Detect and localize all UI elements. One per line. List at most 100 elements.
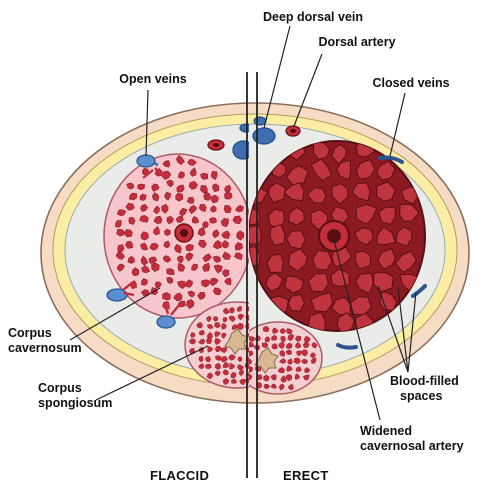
open-vein-left	[106, 281, 135, 302]
flaccid-sinusoid	[151, 192, 160, 202]
blood-filled-space	[331, 183, 349, 205]
blood-filled-space	[312, 249, 333, 271]
spongiosum-space	[247, 332, 249, 339]
flaccid-sinusoid	[116, 263, 125, 272]
flaccid-sinusoid	[140, 242, 148, 251]
spongiosum-space	[271, 343, 278, 350]
spongiosum-space	[294, 373, 301, 380]
flaccid-sinusoid	[224, 277, 232, 286]
caption-flaccid: FLACCID	[150, 468, 210, 483]
flaccid-sinusoid	[115, 220, 122, 228]
spongiosum-space	[278, 342, 285, 349]
spongiosum-space	[221, 332, 227, 339]
flaccid-sinusoid	[166, 276, 174, 284]
spongiosum-space	[213, 316, 219, 322]
spongiosum-space	[214, 362, 221, 370]
flaccid-sinusoid	[178, 300, 186, 308]
flaccid-sinusoid	[209, 277, 219, 287]
blood-filled-space	[351, 182, 371, 202]
spongiosum-space	[294, 335, 302, 342]
spongiosum-space	[293, 357, 301, 364]
spongiosum-space	[263, 374, 270, 382]
flaccid-sinusoid	[148, 256, 158, 264]
blood-filled-space	[249, 224, 262, 245]
spongiosum-space	[223, 307, 230, 315]
spongiosum-space	[198, 338, 206, 345]
label-corpus-cavernosum-line1: Corpus	[8, 326, 52, 340]
flaccid-sinusoid	[210, 171, 218, 180]
left-cavernosal-artery-lumen	[180, 229, 188, 237]
flaccid-sinusoid	[198, 239, 207, 249]
spongiosum-space	[230, 371, 237, 379]
leader-open-veins	[145, 89, 149, 157]
flaccid-sinusoid	[212, 255, 221, 263]
flaccid-sinusoid	[197, 292, 206, 300]
blood-filled-space	[395, 226, 413, 247]
flaccid-sinusoid	[125, 202, 135, 211]
blood-filled-space	[249, 245, 261, 267]
spongiosum-space	[262, 325, 270, 332]
blood-filled-space	[284, 275, 305, 294]
leader-blood-filled-a	[377, 285, 409, 373]
spongiosum-space	[303, 374, 310, 381]
flaccid-sinusoid	[185, 252, 194, 262]
blood-filled-space	[399, 203, 420, 222]
flaccid-sinusoid	[200, 185, 208, 193]
spongiosum-space	[220, 347, 228, 353]
flaccid-sinusoid	[154, 281, 162, 289]
flaccid-sinusoid	[202, 221, 209, 229]
urethra	[224, 328, 249, 355]
flaccid-sinusoid	[162, 292, 171, 301]
flaccid-sinusoid	[197, 227, 206, 237]
blood-filled-space	[268, 182, 286, 204]
flaccid-sinusoid	[116, 229, 125, 237]
label-closed-veins: Closed veins	[372, 76, 450, 90]
blood-filled-space	[378, 206, 396, 225]
spongiosum-space	[215, 355, 222, 361]
flaccid-sinusoid	[123, 229, 133, 238]
flaccid-sinusoid	[212, 229, 220, 238]
leader-lines	[69, 25, 417, 421]
left-dorsal-artery-lumen	[213, 143, 219, 147]
flaccid-sinusoid	[221, 230, 231, 239]
flaccid-sinusoid	[209, 217, 217, 224]
spongiosum-space	[231, 324, 238, 330]
blood-filled-space	[353, 227, 374, 246]
leader-dorsal-artery	[293, 53, 323, 127]
spongiosum-space	[221, 356, 228, 363]
spongiosum-space	[285, 328, 293, 335]
spongiosum-space	[270, 383, 277, 389]
spongiosum-space	[279, 350, 286, 357]
flaccid-sinusoid	[220, 218, 229, 228]
flaccid-sinusoid	[186, 299, 195, 309]
label-blood-filled-line1: Blood-filled	[390, 374, 459, 388]
spongiosum-space	[207, 323, 214, 329]
flaccid-sinusoid	[162, 160, 171, 168]
blood-filled-space	[286, 230, 306, 250]
flaccid-sinusoid	[153, 205, 160, 214]
spongiosum-space	[270, 374, 277, 381]
spongiosum-space	[300, 359, 309, 364]
spongiosum-space	[229, 307, 235, 314]
spongiosum-space	[228, 315, 236, 323]
blood-filled-space	[283, 182, 305, 202]
flaccid-sinusoid	[223, 205, 232, 213]
spongiosum-space	[280, 335, 286, 343]
spongiosum-space	[286, 365, 293, 372]
flaccid-sinusoid	[186, 197, 195, 204]
spongiosum-space	[214, 338, 222, 345]
spongiosum-space	[236, 306, 242, 312]
spongiosum-space	[249, 336, 255, 342]
flaccid-sinusoid	[137, 183, 146, 190]
blood-filled-space	[269, 224, 286, 246]
spongiosum-space	[198, 355, 204, 362]
spongiosum-space	[302, 341, 310, 349]
blood-filled-space	[288, 248, 308, 272]
flaccid-sinusoid	[175, 192, 184, 202]
flaccid-sinusoid	[188, 205, 198, 214]
label-deep-dorsal-vein: Deep dorsal vein	[262, 10, 364, 24]
flaccid-sinusoid-group	[115, 155, 245, 310]
flaccid-sinusoid	[164, 228, 171, 236]
flaccid-sinusoid	[140, 255, 149, 266]
flaccid-sinusoid	[141, 278, 148, 286]
